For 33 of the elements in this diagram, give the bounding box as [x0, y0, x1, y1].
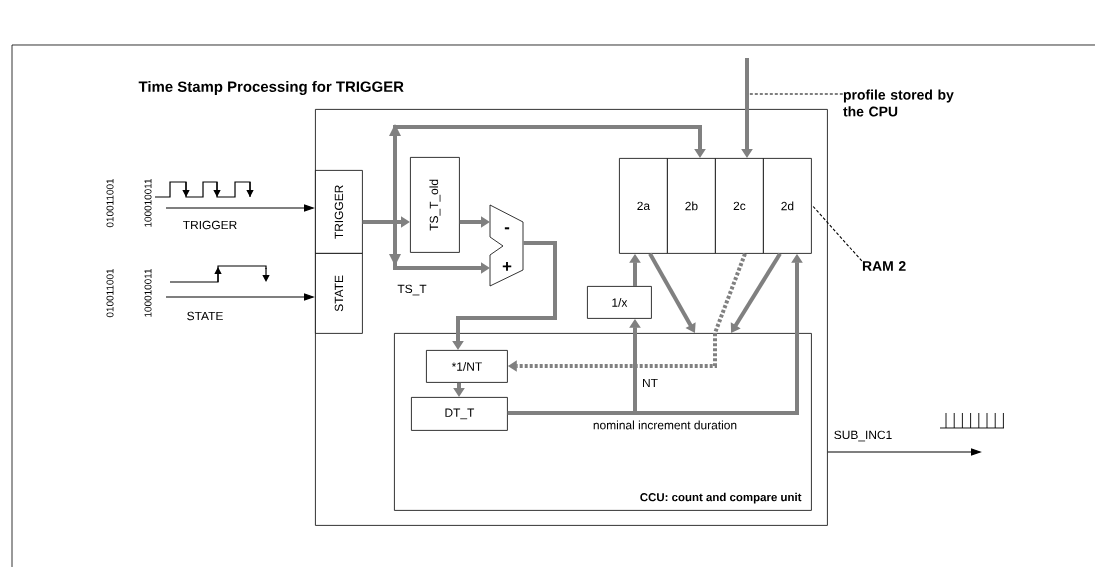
- operator-sign: -: [504, 227, 510, 230]
- leader-line: [811, 204, 863, 262]
- edge-label: TS_T: [397, 284, 427, 296]
- block-title: Time Stamp Processing for TRIGGER: [138, 81, 404, 95]
- annotation-text: RAM 2: [862, 261, 906, 271]
- edge-label: TRIGGER: [183, 220, 237, 230]
- arrow: [648, 252, 696, 333]
- unit-block: [394, 333, 812, 511]
- register-box: DT_T: [411, 397, 508, 431]
- edge-label: NT: [643, 378, 658, 388]
- block-title: CCU: count and compare unit: [640, 492, 802, 504]
- memory-cell: 2d: [763, 158, 812, 254]
- register-box: STATE: [315, 253, 363, 334]
- operator-sign: +: [502, 262, 512, 271]
- bit-string-label: 010011001: [106, 178, 114, 228]
- edge-label: SUB_INC1: [834, 430, 892, 442]
- memory-cell: 2b: [667, 158, 716, 254]
- register-box: TS_T_old: [410, 157, 460, 253]
- edge-label: STATE: [187, 311, 223, 321]
- bit-string-label: 010011001: [106, 268, 114, 318]
- memory-cell: 2c: [715, 158, 764, 254]
- annotation-text: profile stored by the CPU: [843, 89, 954, 117]
- leader-line: [748, 93, 844, 95]
- function-box: *1/NT: [426, 350, 508, 383]
- memory-cell: 2a: [619, 158, 668, 254]
- function-box: 1/x: [587, 286, 652, 319]
- bit-string-label: 100010011: [144, 178, 152, 227]
- arrow: [730, 252, 782, 333]
- bit-string-label: 100010011: [144, 268, 152, 317]
- edge-label: nominal increment duration: [593, 420, 737, 430]
- system-block: [138, 81, 828, 526]
- register-box: TRIGGER: [315, 170, 363, 254]
- subtractor-symbol: [489, 204, 524, 287]
